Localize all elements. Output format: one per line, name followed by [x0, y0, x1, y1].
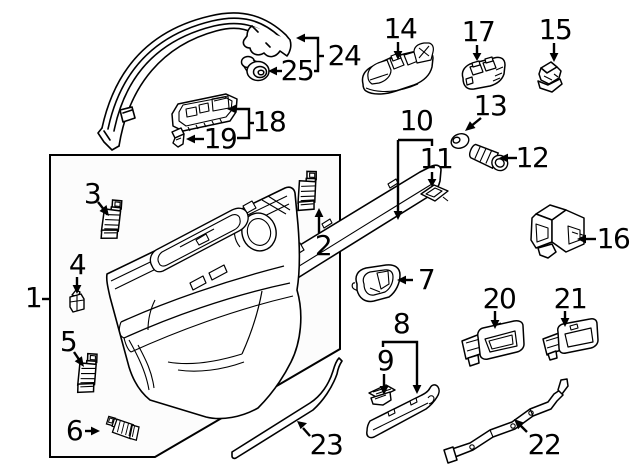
callout-label-14[interactable]: 14 — [383, 12, 418, 45]
callout-arrow-12 — [499, 153, 517, 163]
callout-arrow-9 — [379, 374, 389, 395]
callout-label-12[interactable]: 12 — [515, 141, 550, 174]
callout-label-1[interactable]: 1 — [24, 281, 43, 314]
callout-label-10[interactable]: 10 — [399, 104, 434, 137]
callout-label-7[interactable]: 7 — [417, 263, 436, 296]
callout-bracket-18 — [227, 104, 254, 140]
callout-arrow-5 — [73, 351, 84, 367]
callout-arrow-23 — [297, 421, 311, 437]
callout-label-3[interactable]: 3 — [83, 177, 102, 210]
callout-label-5[interactable]: 5 — [59, 325, 78, 358]
callout-arrow-17 — [472, 45, 482, 61]
part-lamp-20 — [461, 320, 525, 367]
part-switch-16 — [530, 204, 586, 259]
callout-arrow-20 — [490, 311, 500, 329]
callout-arrow-11 — [427, 172, 437, 187]
callout-arrow-13 — [465, 117, 482, 131]
callout-arrow-2 — [314, 208, 324, 233]
callout-label-9[interactable]: 9 — [376, 344, 395, 377]
callout-label-19[interactable]: 19 — [203, 122, 238, 155]
callout-label-18[interactable]: 18 — [252, 105, 287, 138]
part-lamp-21 — [542, 318, 599, 361]
callout-label-4[interactable]: 4 — [68, 248, 87, 281]
callout-bracket-10 — [393, 138, 434, 220]
part-grommet-13 — [450, 133, 470, 149]
callout-arrow-21 — [560, 311, 570, 327]
callout-label-2[interactable]: 2 — [314, 229, 333, 262]
part-switch-bezel-18 — [171, 93, 238, 132]
part-bezel-clip-19 — [171, 127, 185, 148]
callout-arrow-22 — [514, 419, 528, 433]
callout-label-21[interactable]: 21 — [553, 282, 588, 315]
callout-arrow-4 — [72, 277, 82, 294]
part-window-frame-molding — [97, 12, 292, 151]
callout-label-6[interactable]: 6 — [65, 414, 84, 447]
callout-arrow-3 — [97, 201, 109, 216]
part-master-window-switch — [361, 42, 434, 95]
callout-label-24[interactable]: 24 — [327, 39, 362, 72]
callout-arrow-16 — [577, 234, 596, 244]
callout-label-15[interactable]: 15 — [538, 13, 573, 46]
callout-label-13[interactable]: 13 — [473, 89, 508, 122]
callout-arrow-19 — [186, 134, 204, 144]
part-molding-strip-23 — [231, 357, 343, 460]
callout-arrow-6 — [85, 426, 100, 436]
callout-label-8[interactable]: 8 — [392, 307, 411, 340]
callout-label-17[interactable]: 17 — [461, 15, 496, 48]
part-clip-4 — [69, 289, 85, 313]
callout-arrow-14 — [393, 42, 403, 60]
callout-label-22[interactable]: 22 — [527, 428, 562, 461]
callout-label-16[interactable]: 16 — [596, 222, 631, 255]
part-handle-bezel-7 — [351, 264, 401, 303]
callout-bracket-8 — [381, 340, 422, 394]
callout-arrow-15 — [549, 43, 559, 62]
part-pocket-trim-8 — [366, 384, 440, 439]
callout-arrow-25 — [268, 66, 282, 76]
callout-label-23[interactable]: 23 — [309, 428, 344, 461]
part-switch-17 — [461, 56, 506, 90]
callout-bracket-24 — [296, 33, 324, 73]
callout-label-20[interactable]: 20 — [482, 282, 517, 315]
callout-arrows — [42, 33, 596, 437]
part-trim-clip-25 — [240, 55, 270, 82]
part-door-trim-panel — [105, 186, 302, 420]
callout-label-11[interactable]: 11 — [419, 142, 454, 175]
part-bracket-rail-22 — [443, 378, 569, 464]
part-switch-15 — [537, 61, 563, 93]
callout-arrow-7 — [397, 275, 413, 285]
callout-label-25[interactable]: 25 — [280, 54, 315, 87]
part-cap-11 — [420, 184, 449, 202]
